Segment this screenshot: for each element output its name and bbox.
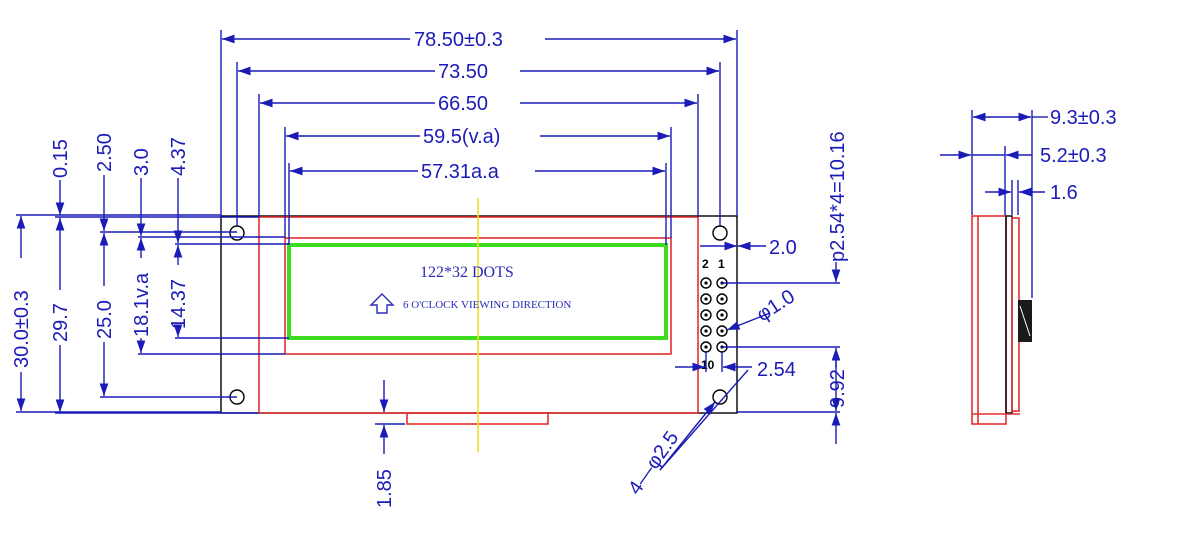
pin-label-10: 10 [701,358,715,372]
dim-57-31: 57.31a.a [421,161,500,183]
dim-4-37: 4.37 [168,137,190,176]
top-extension-lines [220,30,738,245]
dim-14-37: 14.37 [168,279,190,329]
dim-9-3: 9.3±0.3 [1050,107,1117,129]
dim-2-0: 2.0 [769,237,797,259]
dim-pin-hole: φ1.0 [753,286,799,327]
dim-59-5: 59.5(v.a) [423,126,500,148]
left-extension-lines [16,214,289,414]
side-pcb [1005,215,1013,414]
dim-2-54: 2.54 [757,359,796,381]
pin-label-2: 2 [702,257,709,271]
dim-30-0: 30.0±0.3 [11,290,33,368]
dim-0-15: 0.15 [50,139,72,178]
side-view: 9.3±0.3 5.2±0.3 1.6 [940,107,1117,425]
side-body [971,215,1007,425]
side-frame [1011,217,1020,412]
dim-2-50: 2.50 [94,133,116,172]
mount-hole-tl [229,225,245,241]
dim-25-0: 25.0 [94,300,116,339]
up-arrow-icon [369,293,395,314]
dim-1-6: 1.6 [1050,182,1078,204]
dim-5-2: 5.2±0.3 [1040,145,1107,167]
mount-hole-tr [712,225,728,241]
side-extension-lines [971,110,1033,298]
pin-label-1: 1 [718,257,725,271]
viewing-direction-text: 6 O'CLOCK VIEWING DIRECTION [403,299,571,311]
dim-3-0: 3.0 [131,148,153,176]
front-view: 2 1 10 122*32 DOTS 6 O'CLOCK VIEWING DIR… [11,29,849,508]
dim-66-50: 66.50 [438,93,488,115]
lcd-resolution-text: 122*32 DOTS [420,264,514,281]
dim-1-85: 1.85 [374,469,396,508]
dim-9-92: 9.92 [827,369,849,408]
dim-18-1: 18.1v.a [131,272,153,337]
dim-78-50: 78.50±0.3 [414,29,503,51]
dim-73-50: 73.50 [438,61,488,83]
mount-hole-br [712,389,728,405]
dim-pin-pitch: p2.54*4=10.16 [827,131,849,262]
pin-array [700,277,728,353]
dim-29-7: 29.7 [50,303,72,342]
dim-mount-holes: 4—φ2.5 [624,427,683,499]
